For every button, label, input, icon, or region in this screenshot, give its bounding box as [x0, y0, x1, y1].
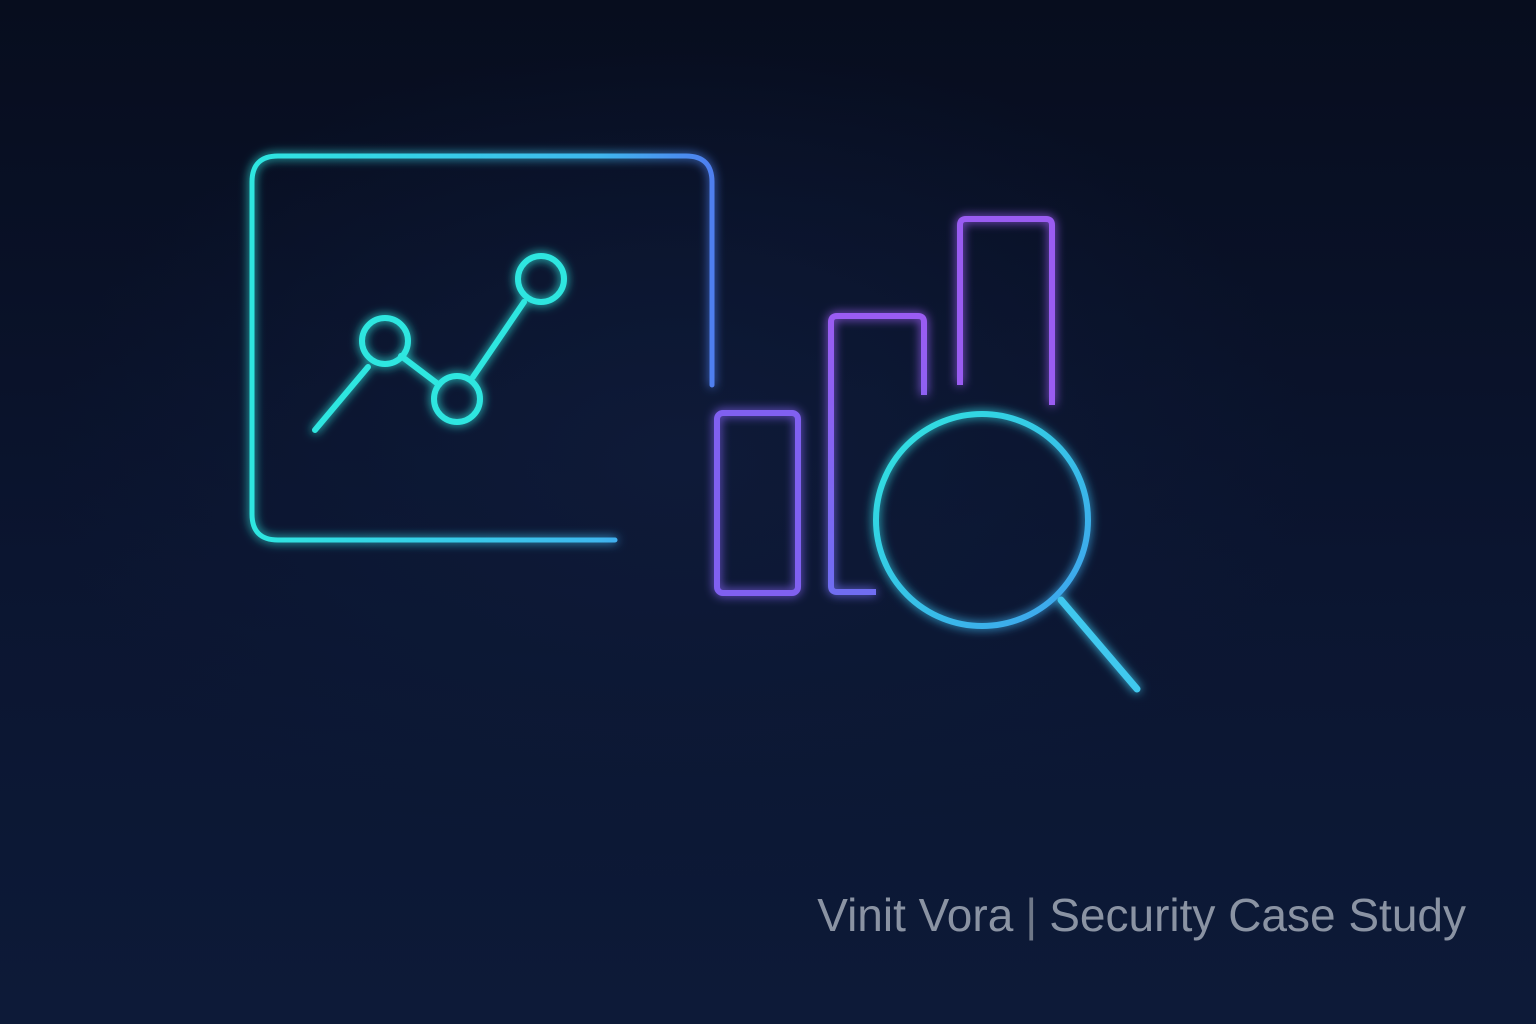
bar — [957, 216, 1055, 405]
magnifier-icon — [873, 411, 1141, 693]
author-name: Vinit Vora — [817, 889, 1014, 941]
caption: Vinit Vora|Security Case Study — [817, 888, 1466, 942]
chart-point — [431, 373, 483, 425]
chart-point — [515, 253, 567, 305]
line-chart-icon — [249, 153, 715, 543]
caption-separator: | — [1025, 889, 1038, 941]
chart-point — [359, 315, 411, 367]
bar — [714, 410, 801, 596]
caption-title: Security Case Study — [1049, 889, 1466, 941]
bar — [828, 313, 927, 595]
bar-chart-icon — [714, 216, 1055, 596]
